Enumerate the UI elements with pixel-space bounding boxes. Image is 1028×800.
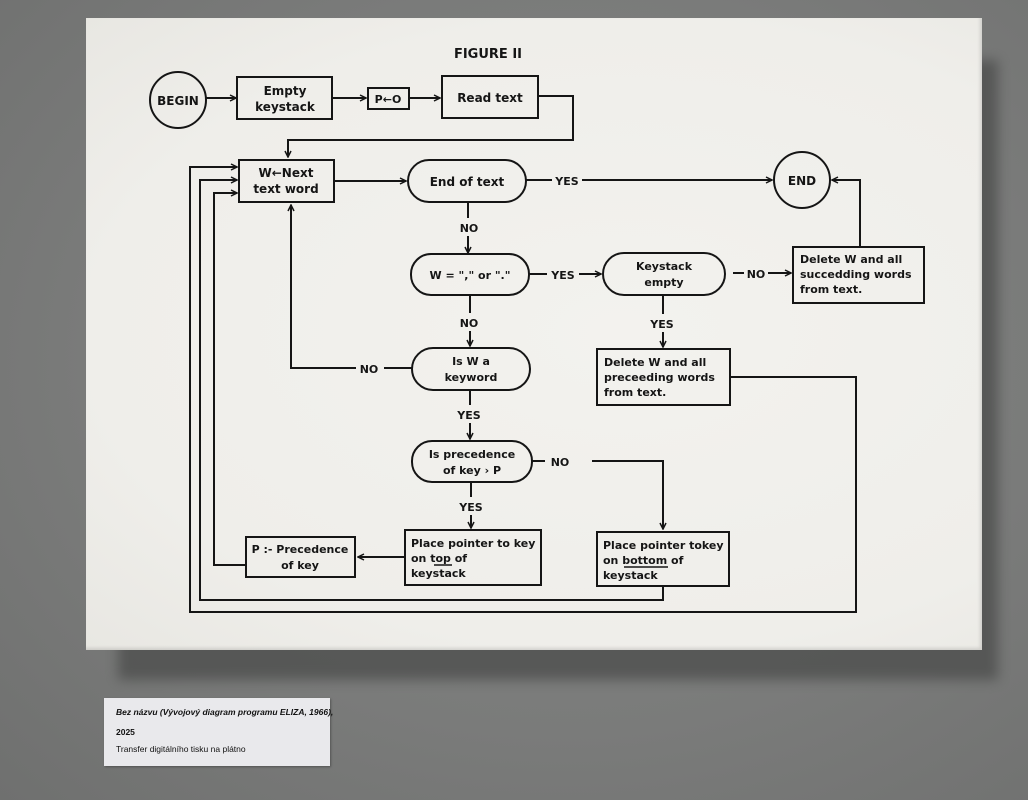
label-yes-kse: YES: [649, 318, 673, 331]
artwork-title: Bez názvu (Vývojový diagram programu ELI…: [116, 707, 334, 717]
svg-text:Read text: Read text: [457, 91, 523, 105]
label-yes-punct: YES: [550, 269, 574, 282]
node-p-zero: P←O: [367, 87, 410, 110]
edge-keyword-no-b: [291, 205, 356, 369]
svg-text:P :- Precedence: P :- Precedence: [252, 543, 349, 556]
label-yes-keyword: YES: [456, 409, 480, 422]
svg-text:Place pointer to key: Place pointer to key: [411, 537, 535, 550]
svg-text:on top of: on top of: [411, 552, 467, 565]
svg-text:Delete W and all: Delete W and all: [604, 356, 706, 369]
svg-text:from text.: from text.: [800, 283, 862, 296]
edge-succeeding-end: [832, 180, 861, 247]
node-place-bottom: Place pointer tokey on bottom of keystac…: [596, 531, 730, 587]
svg-text:Keystack: Keystack: [636, 260, 693, 273]
node-read-text: Read text: [441, 75, 539, 119]
svg-text:succedding words: succedding words: [800, 268, 912, 281]
node-end: END: [773, 151, 831, 209]
svg-text:keystack: keystack: [603, 569, 658, 582]
label-no-prec: NO: [551, 456, 570, 469]
svg-text:preceeding words: preceeding words: [604, 371, 715, 384]
wall-label: Bez názvu (Vývojový diagram programu ELI…: [104, 698, 334, 766]
svg-text:empty: empty: [644, 276, 683, 289]
node-delete-succeeding: Delete W and all succedding words from t…: [792, 246, 925, 304]
node-empty-keystack: Empty keystack: [236, 76, 333, 120]
edge-read-next: [288, 95, 574, 157]
svg-text:P←O: P←O: [375, 93, 402, 106]
label-no-keyword: NO: [360, 363, 379, 376]
svg-text:on bottom of: on bottom of: [603, 554, 684, 567]
canvas-print: [86, 18, 982, 650]
edge-preceding-loop: [189, 167, 857, 613]
svg-text:text word: text word: [253, 182, 318, 196]
svg-text:keyword: keyword: [445, 371, 498, 384]
node-precedence-assign: P :- Precedence of key: [245, 536, 356, 578]
node-is-precedence: Is precedence of key › P: [411, 440, 533, 483]
svg-text:of key › P: of key › P: [443, 464, 501, 477]
svg-text:Empty: Empty: [264, 84, 307, 98]
svg-text:keystack: keystack: [255, 100, 316, 114]
svg-text:End of text: End of text: [430, 175, 505, 189]
edge-precassign-loop: [213, 193, 246, 566]
svg-text:from text.: from text.: [604, 386, 666, 399]
artwork-year: 2025: [116, 727, 135, 737]
label-no-2: NO: [460, 317, 479, 330]
svg-text:Is precedence: Is precedence: [429, 448, 515, 461]
artwork-medium: Transfer digitálního tisku na plátno: [116, 744, 246, 754]
node-begin: BEGIN: [149, 71, 207, 129]
node-keystack-empty: Keystack empty: [602, 252, 726, 296]
label-no-kse: NO: [747, 268, 766, 281]
node-place-top: Place pointer to key on top of keystack: [404, 529, 542, 586]
svg-text:W = "," or ".": W = "," or ".": [430, 269, 511, 282]
node-w-punct: W = "," or ".": [410, 253, 530, 296]
edge-bottom-loop: [199, 180, 664, 601]
svg-text:Is W a: Is W a: [452, 355, 490, 368]
svg-text:Delete W and all: Delete W and all: [800, 253, 902, 266]
svg-text:W←Next: W←Next: [259, 166, 314, 180]
figure-title: FIGURE II: [454, 47, 522, 62]
svg-text:keystack: keystack: [411, 567, 466, 580]
node-is-keyword: Is W a keyword: [411, 347, 531, 391]
node-end-of-text: End of text: [407, 159, 527, 203]
node-delete-preceding: Delete W and all preceeding words from t…: [596, 348, 731, 406]
node-next-word: W←Next text word: [238, 159, 335, 203]
svg-text:BEGIN: BEGIN: [157, 94, 199, 108]
svg-text:of key: of key: [281, 559, 319, 572]
edge-prec-no-b: [592, 460, 663, 529]
label-no-1: NO: [460, 222, 479, 235]
label-yes-end: YES: [554, 175, 578, 188]
svg-text:END: END: [788, 174, 816, 188]
svg-text:Place pointer tokey: Place pointer tokey: [603, 539, 724, 552]
label-yes-prec: YES: [458, 501, 482, 514]
